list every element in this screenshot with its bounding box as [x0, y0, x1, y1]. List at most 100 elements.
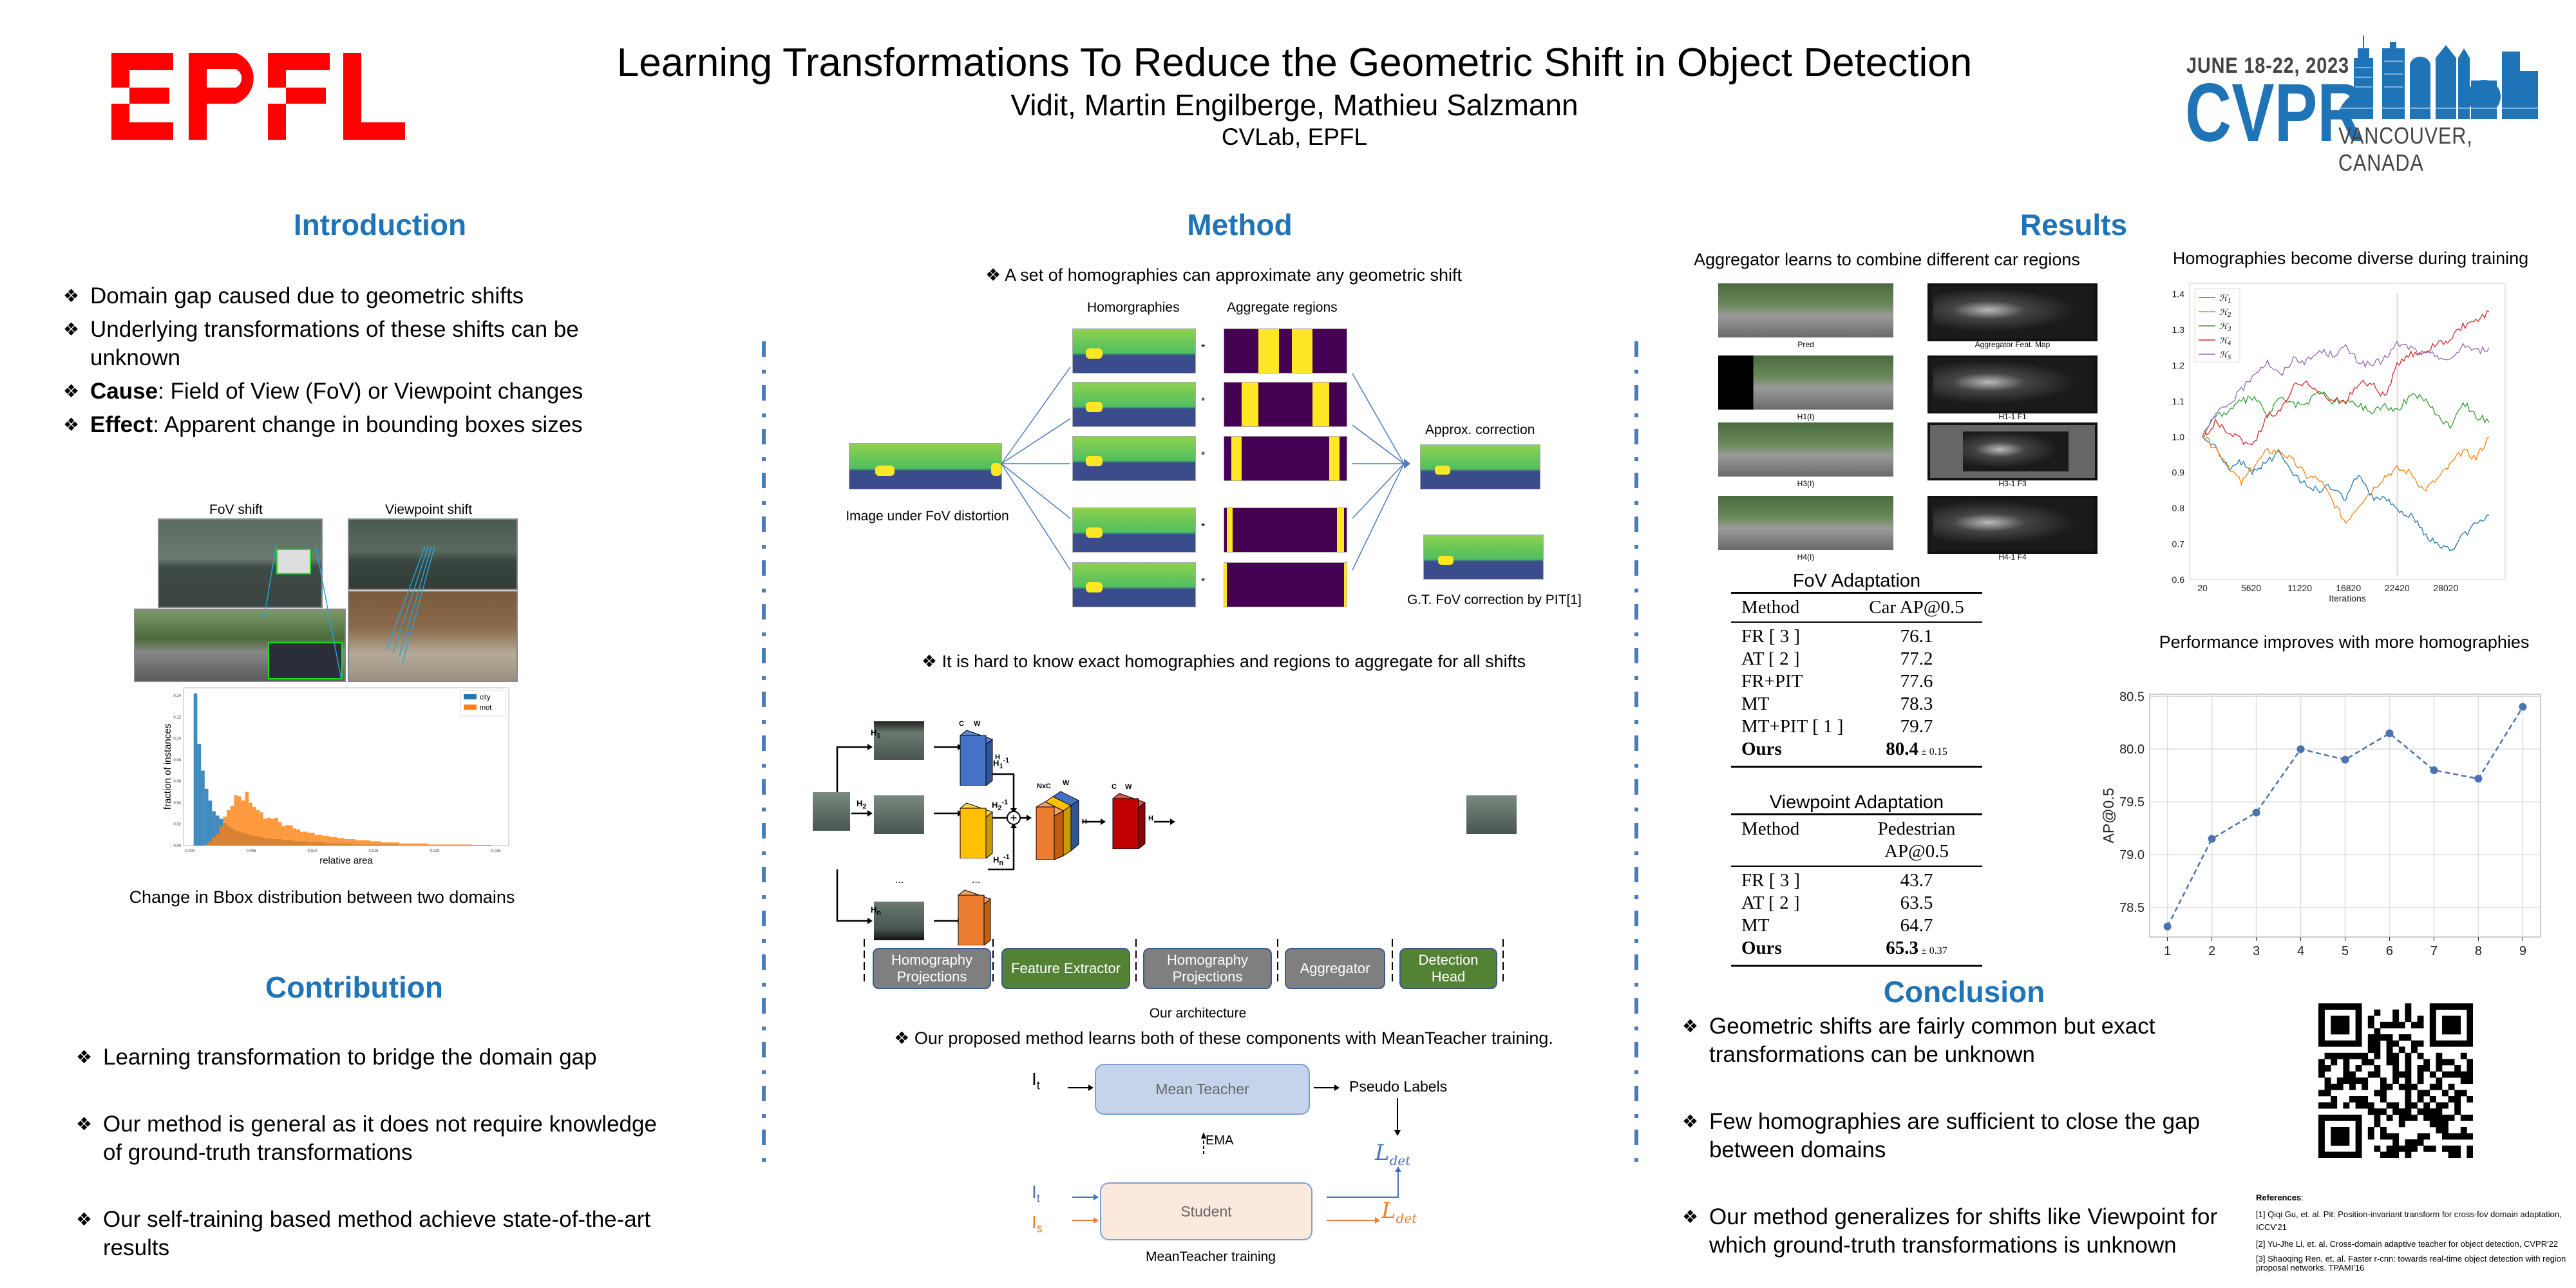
diamond-bullet-icon: ❖: [985, 265, 1005, 285]
y-tick-label: 1.4: [2172, 289, 2185, 299]
multiply-icon: *: [1201, 576, 1206, 587]
y-tick-label: 0.9: [2172, 468, 2185, 478]
viewpoint-table-title: Viewpoint Adaptation: [1769, 792, 1944, 813]
histogram-bar-mot: [424, 843, 429, 846]
reference-item: [2] Yu-Jhe Li, et. al. Cross-domain adap…: [2256, 1239, 2559, 1249]
x-axis-label: relative area: [319, 855, 373, 866]
y-axis-label: AP@0.5: [2100, 788, 2117, 843]
y-tick-label: 1.3: [2172, 325, 2185, 335]
contribution-bullet: ❖Learning transformation to bridge the d…: [76, 1043, 681, 1072]
histogram-bar-mot: [303, 831, 308, 846]
value-cell: 63.5: [1900, 892, 1933, 913]
histogram-bar-mot: [355, 840, 359, 846]
x-tick-label: 9: [2519, 944, 2526, 958]
qr-code-icon[interactable]: [2318, 1003, 2473, 1158]
histogram-bar-mot: [208, 841, 213, 846]
method-cell: FR [ 3 ]: [1741, 625, 1801, 647]
diamond-bullet-icon: ❖: [894, 1028, 914, 1048]
fov-target-image: [158, 518, 323, 608]
homography-chart-title: Homographies become diverse during train…: [2172, 249, 2529, 268]
histogram-bar-mot: [260, 812, 263, 846]
y-tick-label: 1.0: [2172, 431, 2185, 442]
histogram-bar-mot: [461, 844, 466, 846]
data-point: [2208, 835, 2216, 843]
contribution-title: Contribution: [265, 971, 443, 1004]
method-cell: AT [ 2 ]: [1741, 892, 1800, 913]
architecture-caption: Our architecture: [1149, 1006, 1247, 1021]
histogram-bar-mot: [480, 845, 484, 846]
method-title: Method: [1187, 208, 1293, 242]
histogram-bar-mot: [432, 844, 436, 846]
x-tick-label: 4: [2297, 944, 2304, 958]
viewpoint-shift-label: Viewpoint shift: [385, 502, 473, 517]
loss-target: Ldet: [1375, 1140, 1411, 1168]
fov-distorted-image: [849, 443, 1002, 489]
architecture-diagram: + H1 H2 Hn H1-1 H2-1 Hn-1 ... ... C W H …: [813, 683, 1586, 1005]
histogram-bar-mot: [267, 817, 271, 846]
histogram-bar-mot: [263, 819, 267, 846]
series-line-H1: [2202, 436, 2490, 552]
histogram-bar-mot: [285, 825, 289, 846]
y-tick-label: 0.04: [173, 801, 181, 805]
histogram-bar-mot: [278, 822, 282, 846]
conclusion-bullet: ❖Geometric shifts are fairly common but …: [1682, 1014, 2155, 1067]
histogram-bar-city: [204, 788, 209, 846]
histogram-bar-mot: [252, 807, 256, 846]
aggregate-region-mask: [1224, 436, 1347, 481]
histogram-bar-mot: [337, 838, 341, 846]
histogram-bar-city: [487, 845, 491, 846]
histogram-bar-mot: [270, 819, 275, 846]
introduction-title: Introduction: [293, 208, 467, 242]
arch-input-image: [813, 792, 850, 831]
diamond-bullet-icon: ❖: [63, 381, 80, 401]
histogram-bar-mot: [296, 829, 300, 846]
y-tick-label: 0.08: [173, 759, 181, 762]
h2-label: H2: [857, 799, 867, 811]
histogram-bar-mot: [274, 817, 278, 846]
approx-correction-label: Approx. correction: [1425, 422, 1535, 437]
intro-bullet: ❖Domain gap caused due to geometric shif…: [63, 282, 668, 310]
histogram-bar-mot: [227, 810, 231, 846]
h1-label: H1: [871, 728, 881, 740]
data-point: [2297, 745, 2305, 753]
aggregator-input-caption: Pred: [1797, 340, 1814, 349]
histogram-bar-mot: [238, 796, 242, 846]
student-box: Student: [1100, 1182, 1312, 1240]
histogram-bar-mot: [256, 810, 260, 846]
homography-warped-image: [1072, 507, 1196, 553]
aggregator-feature-caption: Aggregator Feat. Map: [1975, 340, 2050, 349]
epfl-logo: [111, 53, 408, 140]
x-tick-label: 22420: [2385, 583, 2410, 593]
value-cell: 64.7: [1900, 914, 1933, 936]
y-tick-label: 0.06: [173, 780, 181, 784]
column-separator-left: [762, 341, 766, 1172]
homography-warped-image: [1072, 562, 1196, 607]
histogram-bar-mot: [348, 839, 352, 846]
diamond-bullet-icon: ❖: [63, 286, 80, 306]
reference-item: [1] Qiqi Gu, et. al. Pit: Position-invar…: [2256, 1209, 2562, 1232]
homography-warped-image: [1072, 328, 1196, 374]
histogram-bar-mot: [381, 842, 385, 846]
histogram-bar-mot: [410, 843, 414, 846]
hn-label: Hn: [871, 905, 882, 917]
multiply-icon: *: [1201, 450, 1206, 461]
x-tick-label: 2: [2208, 944, 2215, 958]
histogram-bar-mot: [292, 828, 297, 846]
y-tick-label: 0.7: [2172, 539, 2185, 549]
homography-warped-image: [1072, 382, 1196, 427]
aggregator-input-image: [1718, 422, 1893, 477]
dim-w3-label: W: [1125, 783, 1132, 791]
aggregator-feature-caption: H1-1 F1: [1998, 412, 2027, 421]
references: References: [1] Qiqi Gu, et. al. Pit: Po…: [2256, 1191, 2576, 1273]
aggregate-region-mask: [1224, 562, 1347, 607]
value-cell: 78.3: [1900, 693, 1933, 714]
histogram-bar-mot: [241, 800, 245, 846]
x-axis-label: Number of Homography: [2266, 957, 2425, 960]
fov-source-image: [134, 609, 346, 682]
